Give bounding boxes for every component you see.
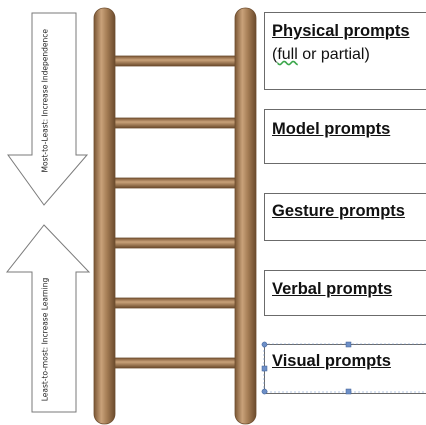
ladder-rung	[111, 357, 239, 369]
box-model-prompts: Model prompts	[264, 109, 426, 164]
ladder-rung	[111, 117, 239, 129]
box-title: Physical prompts	[272, 22, 410, 40]
box-title: Verbal prompts	[272, 280, 393, 298]
down-arrow	[7, 12, 89, 206]
ladder-rung	[111, 297, 239, 309]
ladder-rung	[111, 177, 239, 189]
box-visual-prompts[interactable]: Visual prompts	[264, 344, 426, 394]
ladder-right-rail	[234, 7, 257, 425]
box-title: Model prompts	[272, 120, 391, 138]
box-physical-prompts: Physical prompts (full or partial)	[264, 12, 426, 90]
box-gesture-prompts: Gesture prompts	[264, 193, 426, 241]
box-title: Gesture prompts	[272, 202, 405, 220]
ladder-rung	[111, 55, 239, 67]
box-subtitle: (full or partial)	[272, 46, 370, 63]
box-verbal-prompts: Verbal prompts	[264, 270, 426, 316]
up-arrow	[5, 224, 91, 413]
ladder-rung	[111, 237, 239, 249]
box-title: Visual prompts	[272, 352, 391, 370]
direction-arrows	[5, 12, 91, 413]
ladder-left-rail	[93, 7, 116, 425]
